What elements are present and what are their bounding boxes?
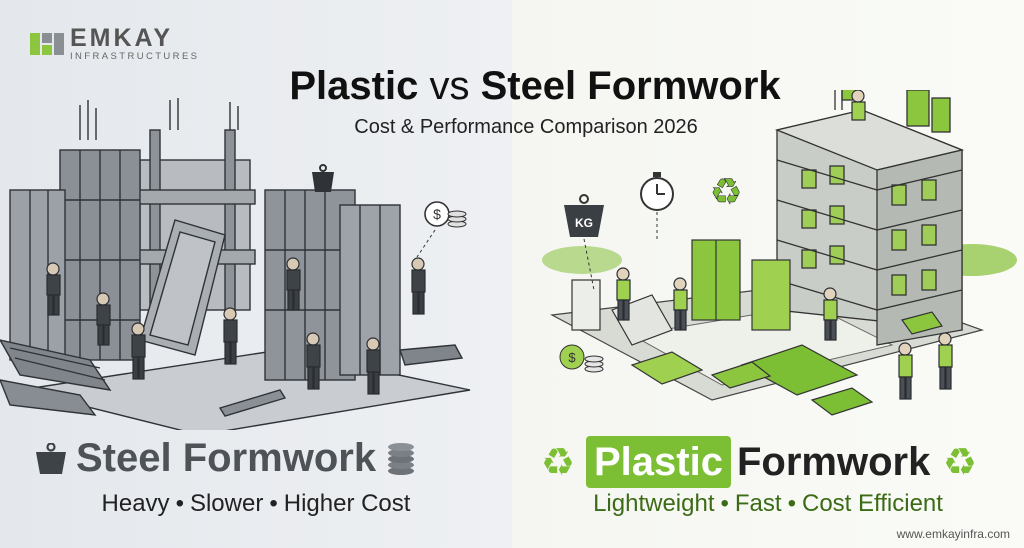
plastic-formwork-illustration: KG ♻ $ (542, 90, 1017, 416)
plastic-heading-text: Formwork (736, 439, 931, 484)
page-title: Plastic vs Steel Formwork (0, 64, 1024, 109)
recycle-icon: ♻ (710, 172, 743, 214)
svg-text:$: $ (568, 350, 576, 365)
weight-icon (312, 164, 334, 192)
steel-tag: Heavy (101, 490, 170, 517)
svg-text:♻: ♻ (943, 442, 977, 482)
title-right: Steel Formwork (480, 64, 781, 108)
plastic-tag: Fast (734, 490, 782, 517)
plastic-tag: Cost Efficient (801, 490, 943, 517)
steel-heading-text: Steel Formwork (76, 436, 377, 480)
brand-logo-mark (30, 33, 64, 55)
plastic-tag: Lightweight (593, 490, 715, 517)
weight-icon (36, 442, 66, 474)
separator-dot: • (269, 490, 278, 517)
steel-tag: Slower (189, 490, 264, 517)
svg-text:KG: KG (575, 216, 593, 230)
svg-text:♻: ♻ (541, 442, 575, 482)
steel-tag: Higher Cost (283, 490, 411, 517)
recycle-icon: ♻ (541, 442, 575, 482)
website-url: www.emkayinfra.com (896, 527, 1010, 541)
plastic-heading: ♻ Plastic Formwork ♻ (538, 436, 980, 488)
page-subtitle: Cost & Performance Comparison 2026 (354, 116, 698, 138)
brand-logo: EMKAY INFRASTRUCTURES (30, 26, 199, 62)
steel-tags: Heavy•Slower•Higher Cost (0, 490, 512, 518)
brand-subtitle: INFRASTRUCTURES (70, 51, 200, 62)
clock-icon (640, 172, 674, 242)
recycle-icon: ♻ (943, 442, 977, 482)
plastic-highlight: Plastic (586, 436, 731, 488)
separator-dot: • (175, 490, 184, 517)
plastic-tags: Lightweight•Fast•Cost Efficient (512, 490, 1024, 518)
title-vs: vs (429, 64, 470, 108)
coins-icon: $ (416, 201, 467, 258)
coins-icon (388, 442, 415, 475)
svg-text:♻: ♻ (710, 172, 742, 213)
separator-dot: • (787, 490, 796, 517)
brand-name: EMKAY (70, 24, 173, 52)
steel-formwork-illustration: $ (0, 98, 471, 430)
title-left: Plastic (289, 64, 419, 108)
separator-dot: • (720, 490, 729, 517)
kg-weight-icon: KG (564, 194, 604, 291)
svg-text:$: $ (433, 206, 441, 222)
steel-heading: Steel Formwork (36, 436, 416, 481)
